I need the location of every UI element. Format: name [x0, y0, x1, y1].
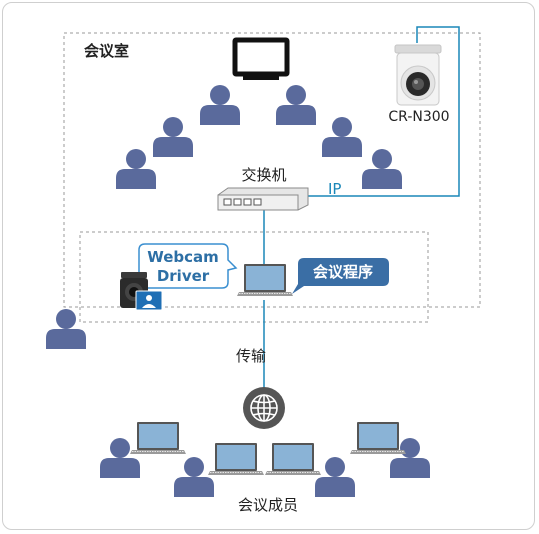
laptop-icon [129, 421, 187, 455]
person-icon [116, 149, 156, 189]
person-icon [153, 117, 193, 157]
network-switch-icon [217, 187, 309, 211]
meeting-app-label: 会议程序 [313, 263, 373, 281]
laptop-icon [349, 421, 407, 455]
conference-room-label: 会议室 [84, 42, 129, 60]
globe-icon [243, 387, 285, 429]
members-label: 会议成员 [238, 496, 298, 514]
webcam-driver-bubble: Webcam Driver [138, 243, 238, 289]
ip-label: IP [328, 180, 341, 198]
person-icon [174, 457, 214, 497]
person-icon [100, 438, 140, 478]
ptz-camera-icon [394, 44, 442, 106]
diagram-frame [2, 2, 535, 530]
laptop-icon [236, 263, 294, 297]
meeting-app-tag: 会议程序 [292, 258, 389, 294]
person-icon [322, 117, 362, 157]
switch-label: 交换机 [241, 166, 286, 184]
camera-model-label: CR-N300 [388, 109, 449, 125]
person-icon [362, 149, 402, 189]
monitor-icon [232, 37, 290, 80]
laptop-icon [264, 442, 322, 476]
webcam-icon [120, 272, 163, 311]
transmission-label: 传输 [236, 347, 266, 365]
pc-area-boundary [79, 231, 429, 323]
webcam-driver-label-line2: Driver [157, 267, 210, 285]
person-icon [276, 85, 316, 125]
person-icon [200, 85, 240, 125]
laptop-icon [207, 442, 265, 476]
webcam-driver-label-line1: Webcam [147, 248, 219, 266]
ip-link-line [306, 26, 460, 197]
person-icon [315, 457, 355, 497]
conference-room-boundary [63, 32, 481, 308]
